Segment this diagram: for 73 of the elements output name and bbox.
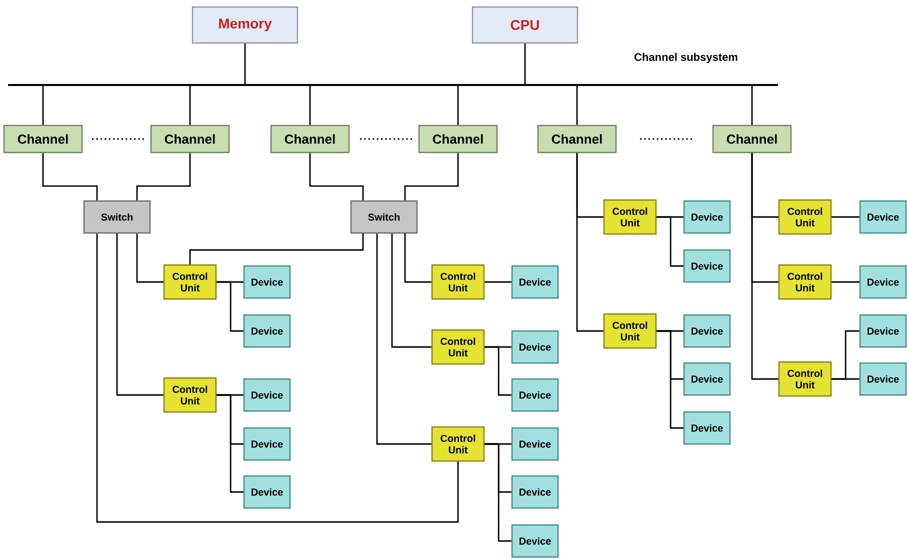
channel-box: Channel: [418, 124, 498, 154]
connector-line: [656, 330, 684, 429]
channel-box: Channel: [537, 124, 617, 154]
device-box: Device: [243, 475, 291, 509]
device-box: Device: [859, 265, 907, 299]
control-unit-box: Control Unit: [603, 313, 657, 349]
control-unit-box: Control Unit: [778, 361, 832, 397]
connector-line: [189, 234, 364, 264]
device-box: Device: [683, 314, 731, 348]
connector-line: [832, 281, 860, 283]
connector-line: [216, 394, 244, 493]
connector-line: [576, 153, 604, 332]
connector-line: [656, 216, 684, 267]
bus-line: [8, 84, 778, 86]
device-box: Device: [859, 200, 907, 234]
connector-line: [136, 153, 191, 200]
switch-box: Switch: [350, 200, 418, 234]
cpu-box: CPU: [472, 6, 578, 44]
device-box: Device: [683, 411, 731, 445]
connector-line: [484, 281, 512, 283]
connector-line: [832, 216, 860, 218]
connector-line: [751, 85, 753, 125]
channel-box: Channel: [712, 124, 792, 154]
device-box: Device: [243, 427, 291, 461]
connector-line: [42, 85, 44, 125]
channel-box: Channel: [3, 124, 83, 154]
control-unit-box: Control Unit: [431, 264, 485, 300]
device-box: Device: [683, 362, 731, 396]
connector-line: [244, 44, 246, 85]
connector-line: [484, 443, 512, 542]
bus-label: Channel subsystem: [634, 52, 738, 64]
connector-line: [391, 234, 432, 348]
connector-line: [376, 234, 432, 445]
channel-box: Channel: [270, 124, 350, 154]
control-unit-box: Control Unit: [778, 199, 832, 235]
switch-box: Switch: [83, 200, 151, 234]
device-box: Device: [511, 427, 559, 461]
connector-line: [404, 153, 459, 200]
connector-line: [457, 85, 459, 125]
connector-line: [309, 85, 311, 125]
channel-box: Channel: [150, 124, 230, 154]
device-box: Device: [859, 314, 907, 348]
device-box: Device: [511, 475, 559, 509]
device-box: Device: [243, 314, 291, 348]
device-box: Device: [859, 362, 907, 396]
connector-line: [751, 153, 778, 380]
device-box: Device: [243, 378, 291, 412]
connector-line: [116, 234, 164, 396]
connector-line: [832, 378, 860, 380]
control-unit-box: Control Unit: [603, 199, 657, 235]
connector-line: [136, 234, 164, 283]
device-box: Device: [243, 265, 291, 299]
control-unit-box: Control Unit: [778, 264, 832, 300]
connector-line: [42, 153, 98, 200]
connector-line: [96, 234, 459, 523]
control-unit-box: Control Unit: [431, 329, 485, 365]
control-unit-box: Control Unit: [431, 426, 485, 462]
connector-line: [404, 234, 432, 283]
control-unit-box: Control Unit: [163, 377, 217, 413]
device-box: Device: [511, 378, 559, 412]
device-box: Device: [683, 249, 731, 283]
connector-line: [216, 281, 244, 332]
device-box: Device: [511, 524, 559, 558]
device-box: Device: [511, 265, 559, 299]
connector-line: [484, 346, 512, 396]
device-box: Device: [511, 330, 559, 364]
memory-box: Memory: [192, 6, 298, 44]
connector-line: [309, 153, 364, 200]
connector-line: [189, 85, 191, 125]
control-unit-box: Control Unit: [163, 264, 217, 300]
device-box: Device: [683, 200, 731, 234]
connector-line: [524, 44, 526, 85]
connector-line: [576, 85, 578, 125]
